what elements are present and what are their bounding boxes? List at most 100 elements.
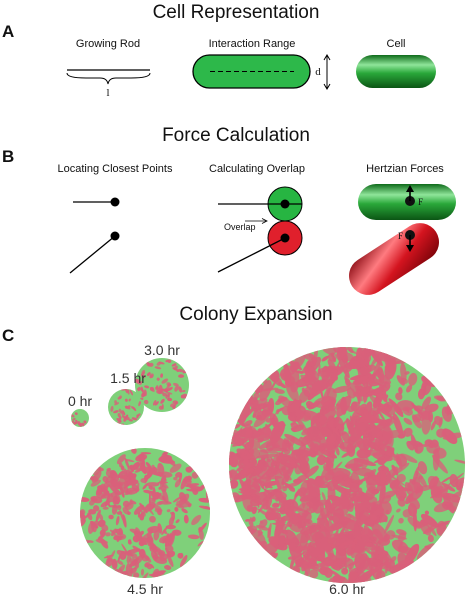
colony-patch (99, 514, 104, 521)
colony-patch (83, 420, 87, 424)
colony-patch (336, 421, 343, 432)
colony-patch (136, 414, 139, 419)
colony-patch (375, 470, 387, 487)
colony-patch (108, 514, 114, 520)
colony-patch (133, 554, 144, 566)
colony-patch (445, 492, 451, 499)
colony-patch (133, 504, 145, 515)
colony-patch (335, 545, 347, 568)
colony-patch (256, 459, 262, 476)
colony-patch (183, 514, 189, 524)
colony-patch (336, 347, 347, 358)
colony-patch (454, 459, 465, 465)
colony-patch (348, 492, 357, 499)
colony-patch (149, 515, 156, 523)
colony-patch (293, 478, 303, 484)
colony-patch (376, 407, 387, 425)
colony-patch (257, 529, 263, 535)
colony-patch (125, 469, 134, 479)
overlap-diagram: Overlap (217, 186, 303, 273)
colony-patch (442, 494, 455, 514)
colony-patch (150, 563, 155, 569)
colony-patch (321, 347, 337, 355)
colony-patch (281, 481, 295, 490)
colony-patch (346, 503, 355, 510)
colony-patch (105, 558, 114, 567)
colony-patch (331, 426, 340, 437)
colony-patch (99, 537, 109, 549)
colony-patch (434, 415, 443, 426)
colony-patch (411, 414, 422, 429)
colony-patch (306, 541, 312, 560)
colony-patch (432, 477, 440, 488)
colony-patch (303, 365, 320, 381)
colony-patch (156, 501, 163, 506)
colony-patch (355, 385, 369, 391)
colony-patch (379, 562, 388, 570)
colony-patch (416, 543, 436, 561)
colony-patch (321, 383, 331, 405)
timepoint-3hr: 3.0 hr (144, 342, 180, 358)
colony-patch (353, 458, 359, 467)
colony-patch (175, 519, 180, 524)
colony-patch (124, 457, 130, 469)
colony-patch (271, 503, 280, 508)
colony-patch (242, 494, 253, 512)
colony-patch (174, 478, 182, 488)
colony-patch (124, 405, 131, 410)
colony-patch (240, 415, 247, 425)
colony-patch (334, 461, 343, 471)
diameter-symbol: d (315, 66, 321, 78)
colony-patch (127, 539, 132, 543)
colony-patch (117, 396, 122, 400)
colony-patch (229, 455, 239, 468)
colony-patch (346, 387, 356, 399)
colony-patch (384, 518, 388, 523)
colony-patch (251, 516, 256, 522)
colony-patch (403, 427, 413, 437)
colony-patch (396, 400, 415, 411)
colony-patch (171, 363, 177, 367)
colony-patch (93, 520, 100, 526)
colony-patch (256, 453, 279, 459)
colony-patch (146, 372, 151, 377)
colony-patch (432, 448, 440, 471)
colony-patch (109, 485, 122, 496)
colony-patch (405, 493, 414, 505)
colony-patch (339, 540, 356, 549)
colony-patch (434, 520, 451, 528)
colony-patch (143, 399, 149, 405)
colony-patch (351, 466, 360, 472)
colony-patch (140, 452, 152, 455)
colony-patch (441, 482, 456, 492)
colony-patch (126, 551, 133, 556)
colony-patch (303, 415, 311, 421)
colony-patch (167, 554, 174, 568)
colony-patch (191, 514, 202, 526)
colony-patch (160, 398, 165, 404)
colony-patch (447, 472, 465, 487)
colony-patch (110, 405, 114, 412)
colony-patch (139, 572, 149, 578)
colony-patch (295, 546, 303, 554)
colony-patch (141, 369, 146, 376)
colony-patch (297, 519, 306, 528)
colony-patch (164, 543, 174, 551)
colony-patch (348, 560, 361, 567)
colony-patch (410, 434, 418, 453)
panel-a-title: Cell Representation (153, 2, 320, 23)
colony-patch (430, 420, 437, 431)
colony-patch (127, 464, 134, 470)
colony-patch (377, 443, 386, 450)
colony-patch (398, 387, 403, 395)
colony-patch (358, 385, 372, 397)
colony-patch (115, 533, 127, 540)
colony-patch (316, 517, 320, 521)
colony-patch (141, 386, 144, 393)
colony-patch (321, 426, 334, 439)
colony-patch (393, 456, 400, 461)
colony-patch (117, 504, 122, 511)
colony-patch (140, 568, 145, 576)
colony-patch (110, 479, 122, 490)
colony-patch (174, 506, 179, 512)
